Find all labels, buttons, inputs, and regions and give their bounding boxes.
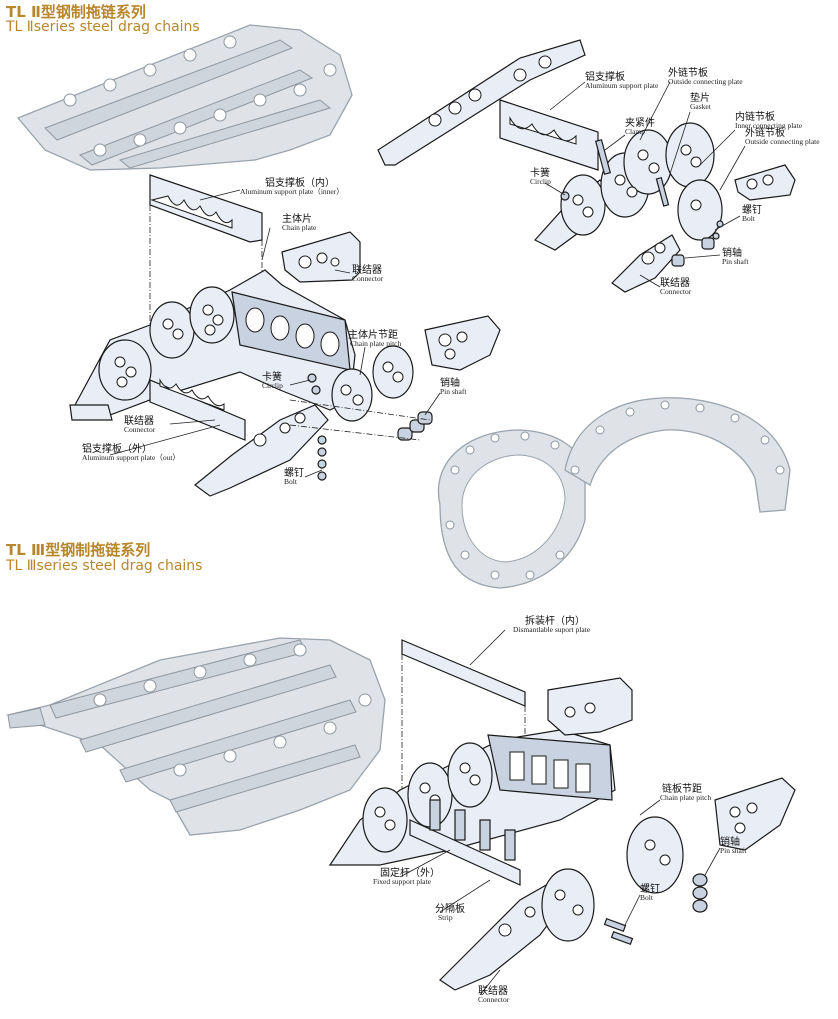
label-s1r-support-cn: 铝支撑板 — [585, 70, 625, 83]
label-s1-chain-plate-en: Chain plate — [282, 223, 317, 232]
label-s1-connector-b-cn: 联结器 — [124, 414, 154, 427]
label-s1r-support-en: Aluminum support plate — [585, 81, 659, 90]
label-s1r-bolt-en: Bolt — [742, 214, 756, 223]
label-s2-fixed-en: Fixed support plate — [373, 877, 432, 886]
label-s1r-circlip-en: Circlip — [530, 177, 551, 186]
label-s2-bolt-en: Bolt — [640, 893, 654, 902]
label-s1r-gasket-en: Gasket — [690, 102, 712, 111]
label-s2-pitch-en: Chain plate pitch — [660, 793, 711, 802]
label-s1-bolt-en: Bolt — [284, 477, 298, 486]
label-s1r-outside2-cn: 外链节板 — [745, 126, 785, 139]
label-s2-pin-cn: 销轴 — [720, 835, 740, 848]
label-s1-support-inner-cn: 铝支撑板（内） — [265, 176, 335, 189]
label-s1-pitch-cn: 主体片节距 — [348, 328, 398, 341]
section-2-title-en: TL Ⅲseries steel drag chains — [6, 558, 203, 574]
tl3-chain-photo — [5, 637, 386, 836]
label-s1r-gasket-cn: 垫片 — [690, 91, 710, 104]
tl3-exploded — [328, 639, 796, 991]
label-s1r-outside2-en: Outside connecting plate — [745, 137, 820, 146]
label-s1r-inner-en: Inner connecting plate — [735, 121, 803, 130]
label-s1r-pin-en: Pin shaft — [722, 257, 749, 266]
label-s1-connector-a-cn: 联结器 — [352, 263, 382, 276]
label-s1-support-outer-en: Aluminum support plate（out） — [82, 453, 180, 462]
label-s2-pitch-cn: 链板节距 — [662, 782, 702, 795]
labels: 铝支撑板（内） Aluminum support plate（inner） 主体… — [82, 66, 820, 1004]
label-s1-circlip-en: Circlip — [262, 381, 283, 390]
label-s2-strip-cn: 分隔板 — [435, 902, 465, 915]
label-s1-connector-b-en: Connector — [124, 425, 156, 434]
label-s1-pitch-en: Chain plate pitch — [350, 339, 401, 348]
label-s1-circlip-cn: 卡簧 — [262, 370, 282, 383]
label-s1r-outside-en: Outside connecting plate — [668, 77, 743, 86]
tl2-chain-photo — [16, 24, 353, 171]
tl2-circular-chain-photo — [437, 397, 791, 589]
label-s1-bolt-cn: 螺钉 — [284, 467, 304, 479]
label-s2-connector-cn: 联结器 — [478, 984, 508, 997]
tl2-exploded-right — [377, 39, 796, 293]
section-1-title-cn: TL Ⅱ型钢制拖链系列 — [6, 3, 146, 21]
label-s1-support-outer-cn: 铝支撑板（外） — [82, 442, 152, 455]
tl2-exploded-center — [69, 174, 501, 497]
section-2-title-cn: TL Ⅲ型钢制拖链系列 — [6, 541, 151, 559]
label-s1r-pin-cn: 销轴 — [722, 246, 742, 259]
label-s2-strip-en: Strip — [438, 913, 453, 922]
label-s1r-inner-cn: 内链节板 — [735, 110, 775, 123]
label-s1-chain-plate-cn: 主体片 — [282, 212, 312, 225]
section-1-title-en: TL Ⅱseries steel drag chains — [6, 19, 200, 35]
label-s1-connector-a-en: Connector — [352, 274, 384, 283]
label-s1r-circlip-cn: 卡簧 — [530, 166, 550, 179]
label-s2-bolt-cn: 螺钉 — [640, 883, 660, 895]
label-s2-fixed-cn: 固定杆（外） — [380, 866, 440, 879]
label-s1r-outside-cn: 外链节板 — [668, 66, 708, 79]
leader-lines — [109, 81, 746, 996]
label-s1r-connector-en: Connector — [660, 287, 692, 296]
label-s2-dismantlable-cn: 拆装杆（内） — [525, 614, 585, 627]
label-s2-dismantlable-en: Dismantlable suport plate — [513, 625, 591, 634]
label-s2-connector-en: Connector — [478, 995, 510, 1004]
label-s1r-bolt-cn: 螺钉 — [742, 204, 762, 216]
label-s1r-clamp-cn: 夹紧件 — [625, 116, 655, 129]
label-s1-pin-en: Pin shaft — [440, 387, 467, 396]
label-s2-pin-en: Pin shaft — [720, 846, 747, 855]
label-s1-support-inner-en: Aluminum support plate（inner） — [240, 187, 344, 196]
label-s1r-connector-cn: 联结器 — [660, 276, 690, 289]
label-s1r-clamp-en: Clamp — [625, 127, 645, 136]
label-s1-pin-cn: 销轴 — [440, 376, 460, 389]
